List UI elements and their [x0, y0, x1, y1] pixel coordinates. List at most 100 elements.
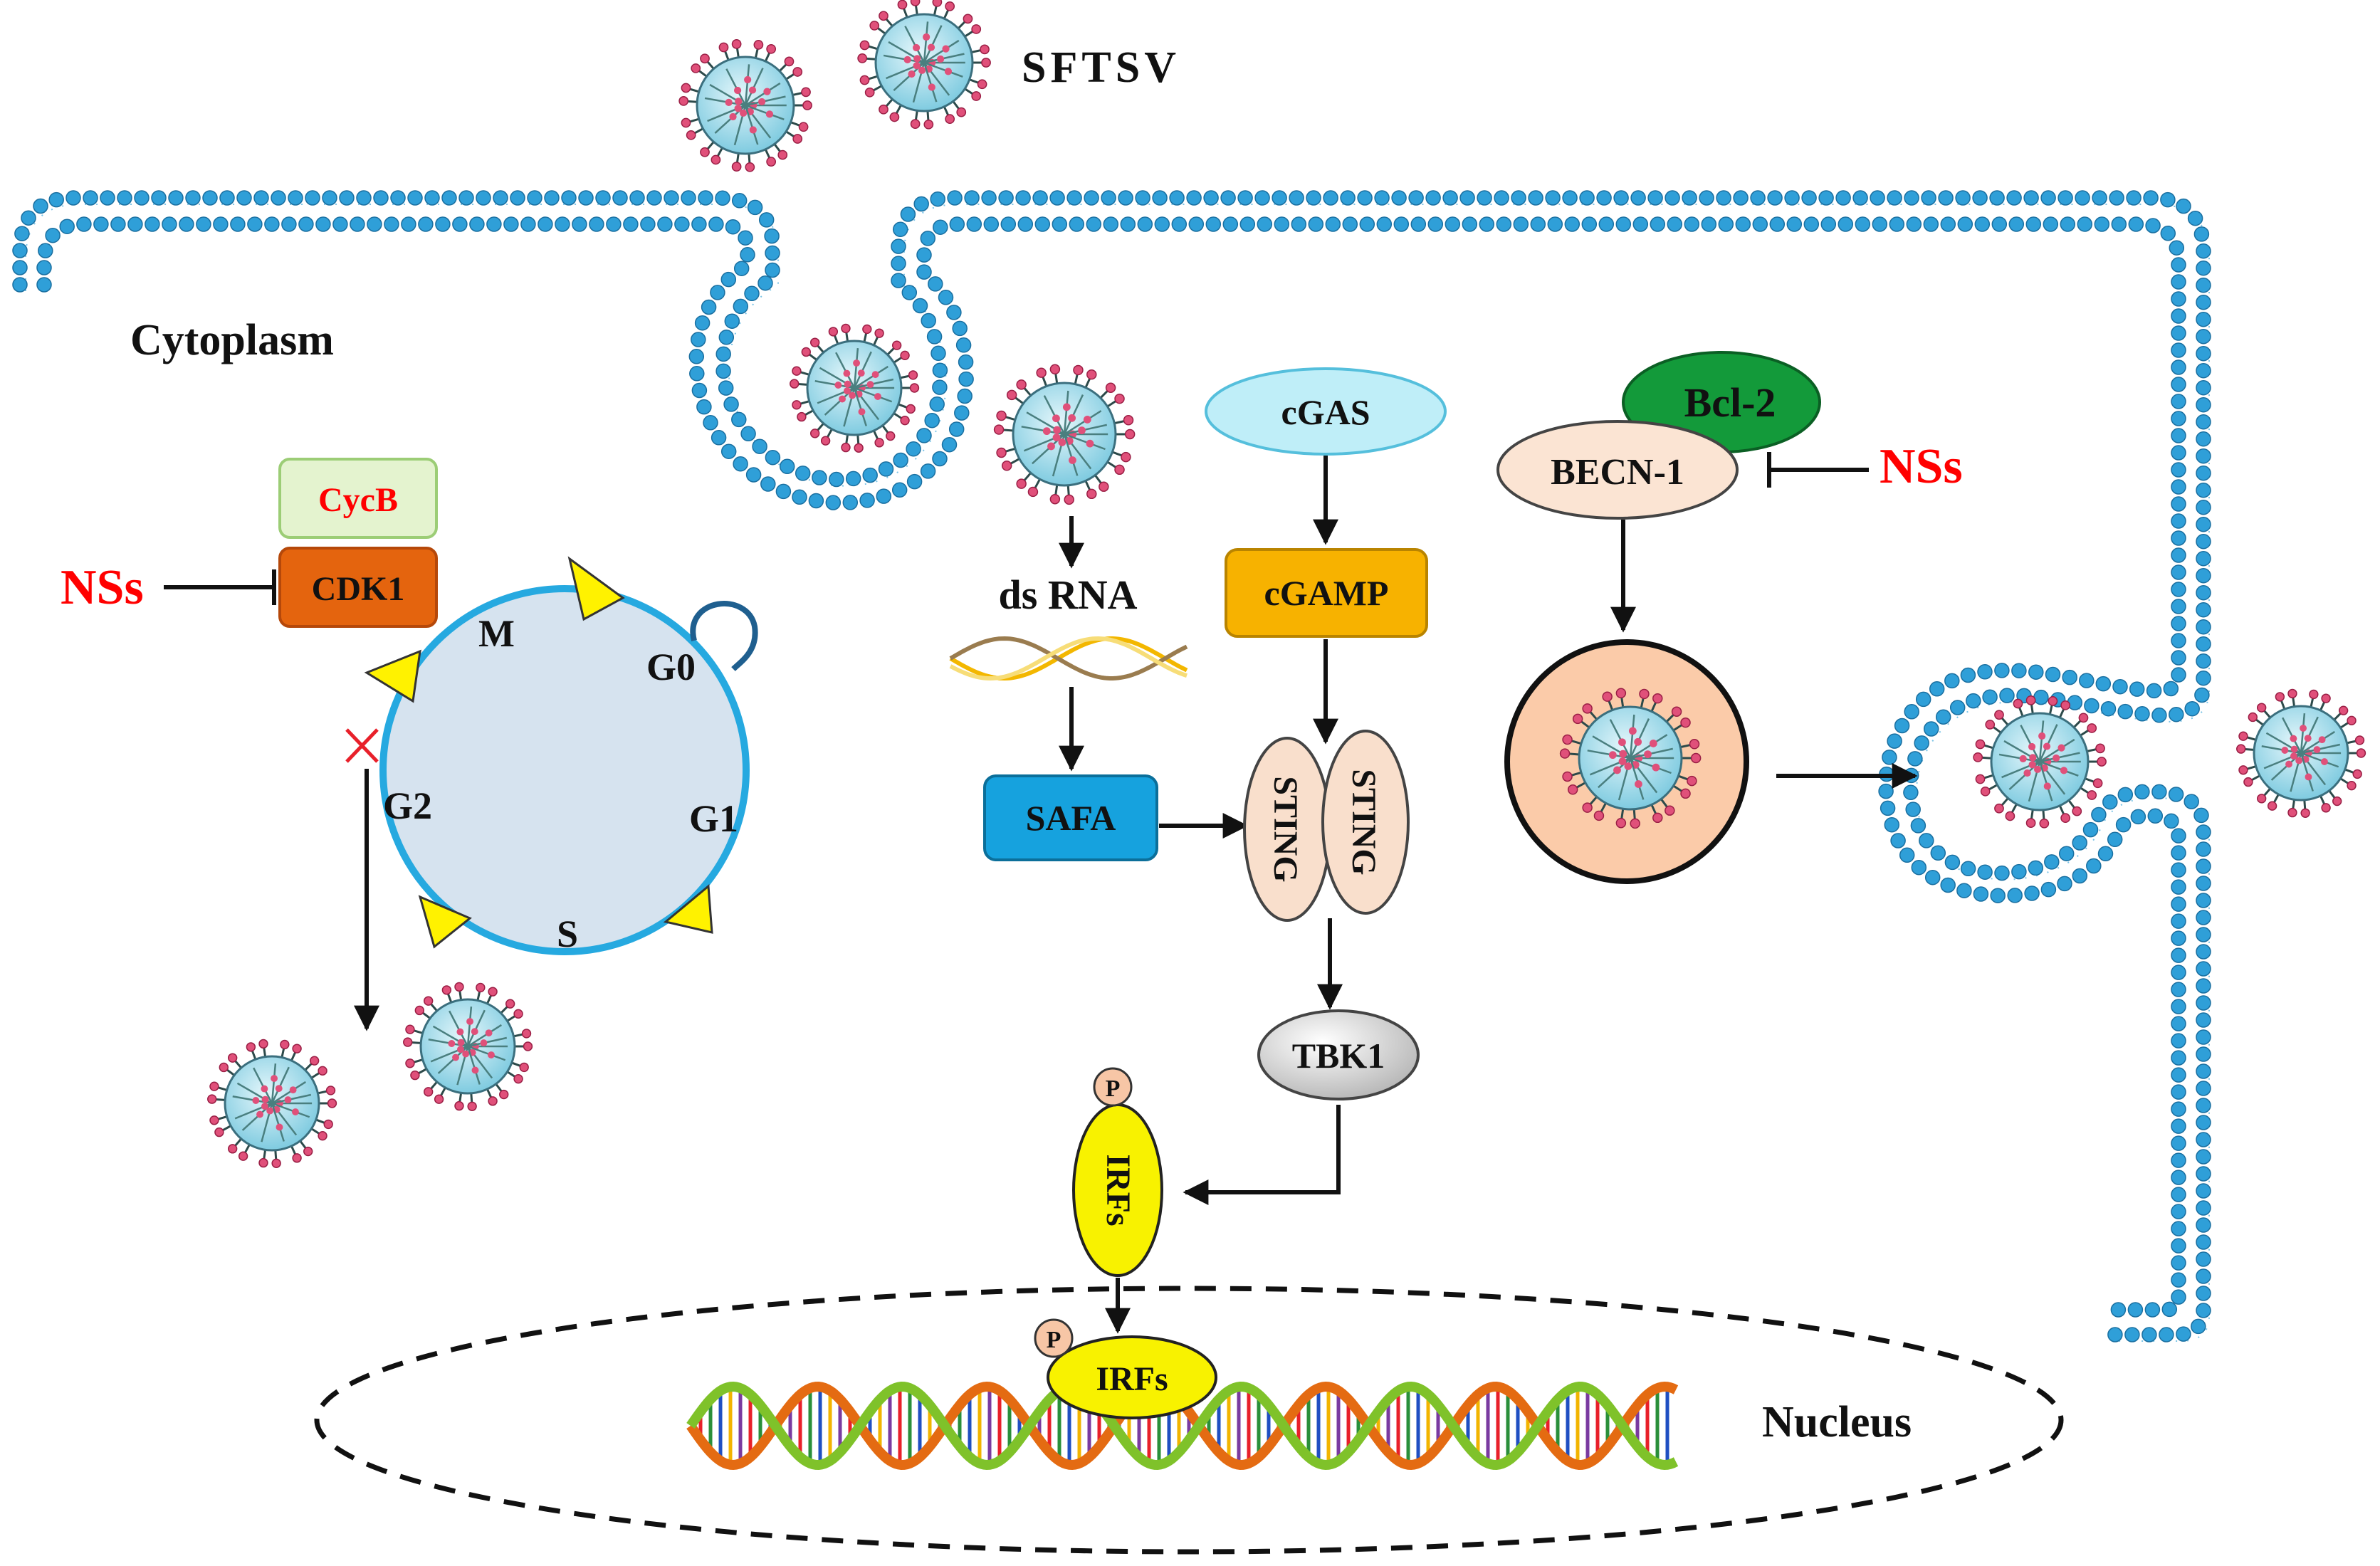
membrane-bead	[12, 260, 28, 275]
membrane-bead	[1923, 721, 1939, 737]
membrane-bead	[418, 216, 434, 232]
membrane-bead	[168, 190, 184, 206]
membrane-bead	[998, 190, 1014, 206]
membrane-bead	[1086, 216, 1102, 232]
membrane-bead	[45, 227, 61, 243]
membrane-bead	[2151, 708, 2167, 723]
membrane-bead	[2044, 854, 2060, 870]
phospho-cyto-label: P	[1106, 1076, 1121, 1102]
membrane-bead	[264, 216, 280, 232]
membrane-bead	[2196, 328, 2211, 345]
membrane-bead	[757, 275, 773, 291]
membrane-bead	[1581, 216, 1598, 232]
membrane-bead	[775, 483, 792, 500]
membrane-bead	[2160, 191, 2176, 208]
membrane-bead	[2196, 448, 2211, 464]
membrane-bead	[100, 190, 115, 206]
membrane-bead	[920, 231, 936, 246]
membrane-bead	[315, 216, 331, 232]
membrane-bead	[1137, 216, 1153, 232]
membrane-bead	[538, 216, 553, 232]
membrane-bead	[1949, 700, 1966, 715]
membrane-bead	[1066, 190, 1082, 206]
phase-label-s: S	[557, 913, 578, 955]
membrane-bead	[1716, 190, 1731, 206]
membrane-bead	[1923, 216, 1939, 232]
membrane-bead	[134, 190, 150, 206]
membrane-bead	[900, 206, 916, 222]
membrane-bead	[1999, 688, 2015, 703]
membrane-bead	[691, 216, 707, 232]
membrane-bead	[1855, 216, 1871, 232]
membrane-bead	[1701, 216, 1717, 232]
membrane-bead	[2196, 1166, 2211, 1182]
membrane-bead	[731, 193, 748, 209]
membrane-bead	[2171, 462, 2186, 478]
membrane-bead	[2075, 190, 2090, 206]
membrane-bead	[1239, 216, 1256, 232]
membrane-bead	[1101, 190, 1116, 206]
membrane-bead	[2023, 190, 2039, 206]
membrane-bead	[2168, 787, 2184, 802]
membrane-bead	[1960, 861, 1976, 877]
membrane-bead	[1991, 216, 2008, 232]
membrane-bead	[2095, 676, 2112, 692]
membrane-bead	[390, 190, 406, 206]
membrane-bead	[2196, 601, 2211, 618]
membrane-bead	[2060, 216, 2076, 232]
membrane-bead	[1254, 190, 1270, 206]
membrane-bead	[2057, 876, 2072, 892]
membrane-bead	[2077, 216, 2093, 232]
membrane-bead	[407, 190, 423, 206]
membrane-bead	[2159, 1327, 2174, 1342]
membrane-bead	[2171, 999, 2186, 1014]
membrane-bead	[1667, 216, 1683, 232]
membrane-bead	[1899, 847, 1915, 863]
membrane-bead	[1801, 190, 1817, 206]
membrane-bead	[1015, 190, 1031, 206]
membrane-bead	[2171, 599, 2186, 614]
membrane-bead	[1966, 693, 1981, 709]
membrane-bead	[452, 216, 468, 232]
membrane-bead	[764, 228, 780, 244]
membrane-bead	[1906, 216, 1922, 232]
membrane-bead	[1049, 190, 1065, 206]
membrane-bead	[1647, 190, 1663, 206]
membrane-bead	[1169, 190, 1185, 206]
membrane-bead	[1237, 190, 1253, 206]
membrane-bead	[2171, 564, 2186, 580]
membrane-bead	[1445, 216, 1461, 232]
virion	[678, 38, 812, 172]
membrane-bead	[458, 190, 474, 206]
membrane-bead	[2196, 910, 2211, 925]
membrane-bead	[253, 190, 269, 206]
membrane-bead	[2146, 683, 2162, 699]
membrane-bead	[947, 190, 963, 206]
membrane-bead	[65, 190, 81, 206]
membrane-bead	[2171, 1050, 2186, 1066]
arrow-tbk1-to-irfs	[1183, 1105, 1341, 1205]
membrane-bead	[958, 354, 974, 370]
phase-label-g1: G1	[689, 797, 738, 840]
membrane-bead	[2028, 860, 2044, 876]
membrane-bead	[1291, 216, 1307, 232]
membrane-bead	[1974, 216, 1991, 232]
membrane-bead	[1425, 190, 1441, 206]
membrane-bead	[795, 466, 811, 481]
membrane-bead	[744, 285, 760, 302]
membrane-bead	[901, 285, 918, 300]
membrane-bead	[1665, 190, 1680, 206]
membrane-bead	[2171, 1204, 2186, 1219]
membrane-bead	[1357, 190, 1373, 206]
membrane-bead	[1929, 681, 1945, 697]
membrane-bead	[1938, 190, 1954, 206]
membrane-bead	[612, 190, 628, 206]
membrane-bead	[926, 329, 943, 345]
membrane-bead	[2171, 1255, 2186, 1271]
membrane-bead	[1977, 864, 1993, 880]
membrane-bead	[2169, 240, 2185, 256]
membrane-bead	[1203, 190, 1219, 206]
membrane-bead	[1513, 216, 1529, 232]
virion	[993, 364, 1136, 505]
